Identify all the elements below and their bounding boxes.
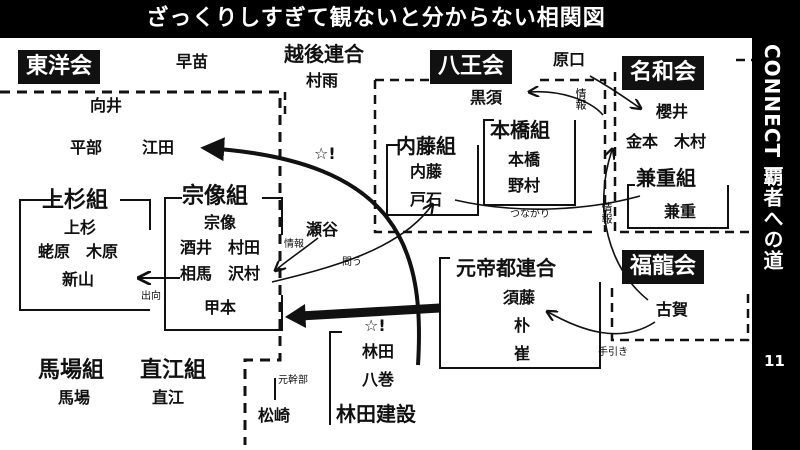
person-komoto: 甲本	[204, 298, 237, 317]
group-uesugi: 上杉組	[42, 188, 109, 213]
person-murasame: 村雨	[306, 71, 339, 90]
person-naito: 内藤	[410, 162, 443, 181]
episode-number: 11	[764, 352, 785, 370]
annotation-tou: 問う	[342, 257, 362, 268]
setoya-to-sawamura-arrow	[276, 237, 319, 270]
person-soma-sawamura: 相馬 沢村	[180, 264, 261, 283]
koga-to-suto-arrow	[548, 312, 656, 335]
person-koga: 古賀	[656, 300, 689, 319]
person-honbashi: 本橋	[508, 150, 541, 169]
person-boku: 朴	[514, 316, 531, 335]
haraguchi-to-sakurai-arrow	[589, 75, 640, 108]
person-sai: 崔	[514, 344, 531, 363]
annotation-tsunagari: つながり	[510, 209, 550, 220]
group-kaneshige: 兼重組	[636, 166, 696, 190]
page-title: ざっくりしすぎて観ないと分からない相関図	[146, 6, 606, 31]
fukuryu-territory-border	[610, 288, 750, 342]
faction-toyo: 東洋会	[18, 50, 101, 84]
person-kaneshige: 兼重	[664, 202, 697, 221]
munakata-box	[164, 197, 283, 331]
person-hayanae: 早苗	[176, 52, 209, 71]
faction-fukuryu: 福龍会	[622, 250, 705, 284]
group-naito: 内藤組	[396, 134, 456, 158]
person-ebihara-kihara: 蛯原 木原	[38, 242, 119, 261]
person-yamaki: 八巻	[362, 370, 395, 389]
person-mukai: 向井	[90, 96, 123, 115]
group-echigo: 越後連合	[284, 42, 364, 66]
meiwa-territory-border	[613, 58, 752, 234]
person-matsuzaki: 松崎	[258, 406, 291, 425]
annotation-moto-kanbu: 元幹部	[278, 375, 308, 386]
moto-teito-box	[439, 257, 601, 369]
koga-to-meiwa-arrow	[602, 150, 649, 301]
person-kanemoto-kimura: 金本 木村	[626, 132, 707, 151]
annotation-tebiki: 手引き	[598, 347, 628, 358]
toyo-territory-border	[0, 90, 282, 445]
side-title: CONNECT 覇者への道	[760, 44, 784, 272]
person-sakai-murata: 酒井 村田	[180, 238, 261, 257]
person-haraguchi: 原口	[553, 50, 586, 69]
person-toishi: 戸石	[410, 190, 443, 209]
hayashida-box	[329, 331, 342, 425]
toishi-kaneshige-link	[454, 195, 641, 210]
kaneshige-box	[627, 184, 729, 229]
annotation-joho3: 情報	[600, 202, 613, 224]
person-shinyama: 新山	[62, 270, 95, 289]
person-uesugi: 上杉	[64, 218, 97, 237]
person-setoya: 瀬谷	[306, 220, 339, 239]
annotation-joho2: 情報	[574, 88, 587, 110]
moto-teito-to-munakata-arrowhead	[285, 304, 306, 328]
sawamura-to-toishi-arrow	[271, 205, 432, 283]
group-hayashida: 林田建設	[336, 402, 416, 426]
annotation-mark1: ☆!	[314, 144, 336, 163]
person-nomura: 野村	[508, 176, 541, 195]
annotation-joho1: 情報	[284, 239, 304, 250]
group-honbashi: 本橋組	[490, 118, 550, 142]
info-to-kurosu-arrow	[530, 92, 604, 116]
person-kurosu: 黒須	[470, 88, 503, 107]
person-sakurai: 櫻井	[656, 102, 689, 121]
group-naoe: 直江組	[140, 358, 207, 383]
group-baba: 馬場組	[38, 358, 105, 383]
person-hirabe: 平部	[70, 138, 103, 157]
group-moto-teito: 元帝都連合	[456, 256, 556, 280]
person-hayashida: 林田	[362, 342, 395, 361]
person-suto: 須藤	[503, 288, 536, 307]
annotation-mark2: ☆!	[364, 316, 386, 335]
diagram-panel	[0, 38, 752, 450]
annotation-demuki: 出向	[141, 291, 161, 302]
faction-hachio: 八王会	[430, 50, 513, 84]
faction-meiwa: 名和会	[622, 56, 705, 90]
person-baba: 馬場	[58, 388, 91, 407]
uesugi-box	[19, 199, 151, 311]
hayashida-to-eda-arrow	[200, 137, 422, 366]
group-munakata: 宗像組	[182, 184, 249, 209]
person-munakata: 宗像	[204, 213, 237, 232]
person-naoe: 直江	[152, 388, 185, 407]
person-eda: 江田	[142, 138, 175, 157]
